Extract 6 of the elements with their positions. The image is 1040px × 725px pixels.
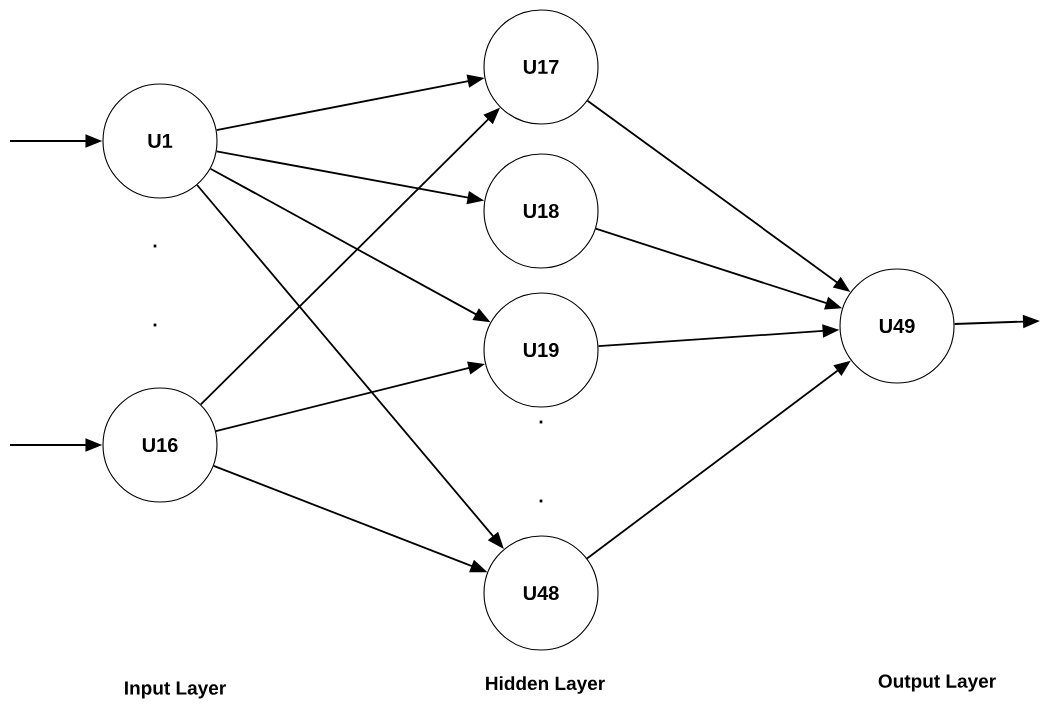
layer-label: Hidden Layer [486, 676, 605, 694]
layer-label: Input Layer [125, 681, 226, 699]
layer-label: . [153, 244, 157, 248]
layer-label: . [153, 323, 157, 327]
layer-label: . [539, 499, 543, 503]
layer-label: Output Layer [878, 674, 996, 692]
